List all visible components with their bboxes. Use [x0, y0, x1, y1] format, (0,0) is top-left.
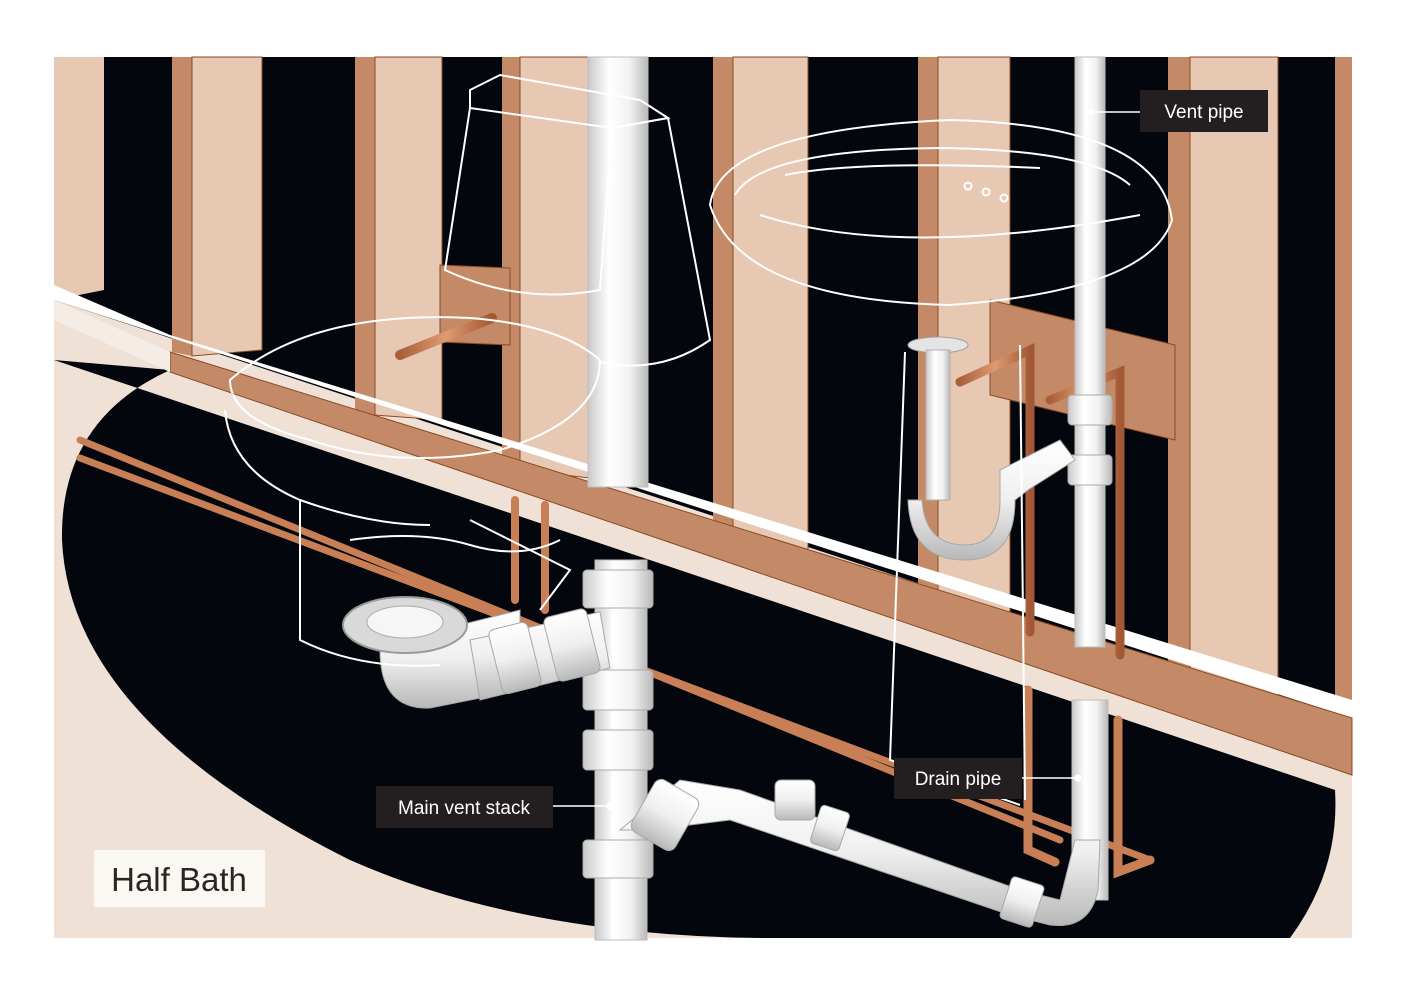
- callout-leaders: [553, 108, 1140, 810]
- toilet-outline: [224, 73, 712, 667]
- sink-outline: [708, 118, 1174, 806]
- toilet-drain-bend: [342, 596, 611, 709]
- horizontal-drain: [618, 778, 1101, 928]
- callout-main-vent-stack: Main vent stack: [376, 786, 553, 828]
- sink-p-trap: [907, 336, 1076, 561]
- page-title: Half Bath: [111, 861, 247, 898]
- vent-pipe-label: Vent pipe: [1164, 102, 1243, 123]
- callout-vent-pipe: Vent pipe: [1140, 90, 1268, 132]
- vent-pipe: [1067, 56, 1113, 901]
- wall-studs: [54, 56, 1352, 720]
- main-vent-stack: [582, 56, 654, 941]
- drain-pipe-label: Drain pipe: [915, 769, 1002, 790]
- callout-drain-pipe: Drain pipe: [894, 758, 1022, 799]
- title-box: Half Bath: [94, 850, 265, 907]
- main-vent-stack-label: Main vent stack: [398, 798, 530, 819]
